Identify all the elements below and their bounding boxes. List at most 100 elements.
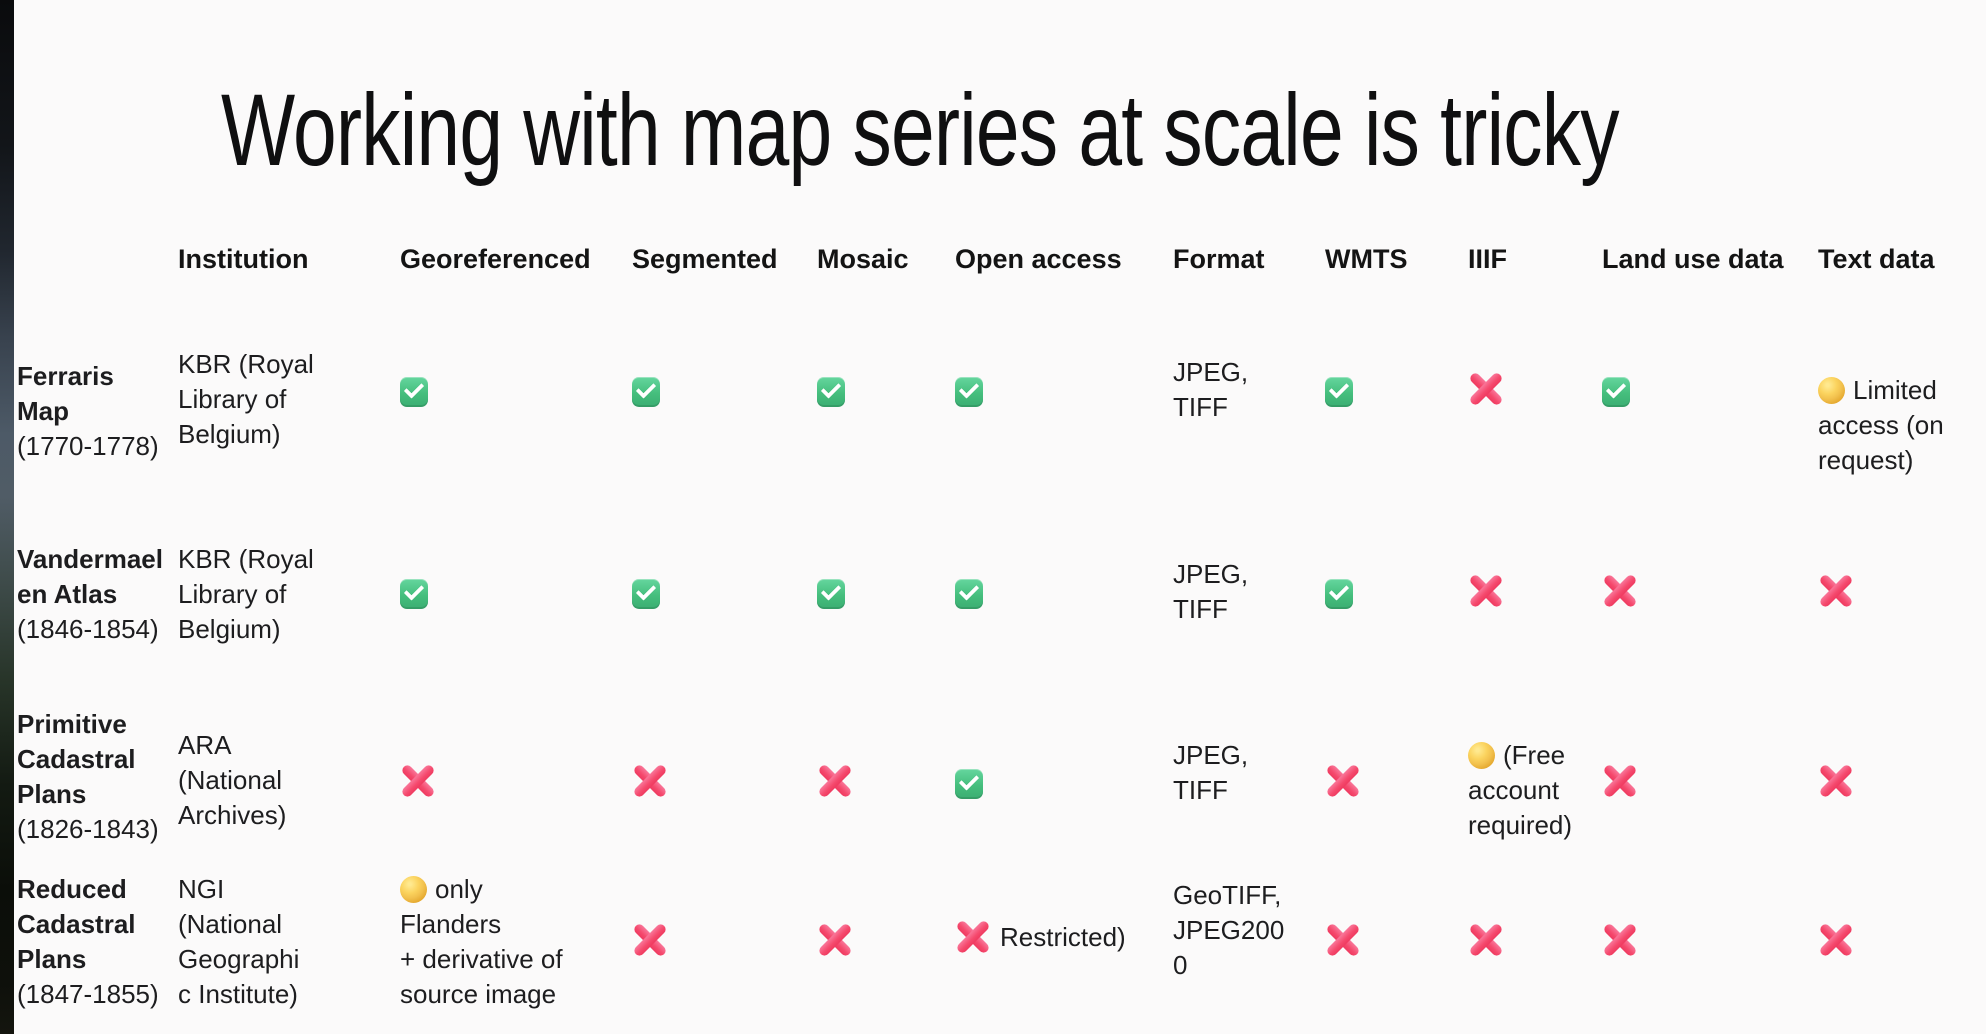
cross-icon [632, 922, 668, 958]
cross-icon [817, 922, 853, 958]
cell-text-data: Limited access (on request) [1818, 335, 1968, 478]
tick-mark [403, 378, 425, 399]
cell-institution: KBR (Royal Library of Belgium) [178, 530, 400, 647]
cross-icon [1818, 763, 1854, 799]
cell-institution: KBR (Royal Library of Belgium) [178, 335, 400, 452]
check-icon [955, 768, 983, 799]
row-label: Primitive Cadastral Plans (1826-1843) [17, 695, 169, 847]
cell-iiif [1468, 530, 1602, 618]
column-header-open-access: Open access [955, 244, 1122, 274]
cell-text-data [1818, 862, 1968, 967]
map-series-years: (1826-1843) [17, 814, 159, 844]
cell-segmented [632, 335, 817, 407]
cross-icon [1602, 573, 1638, 609]
cell-land-use-data [1602, 862, 1818, 967]
cross-icon [400, 763, 436, 799]
cell-format: GeoTIFF, JPEG200 0 [1173, 862, 1325, 983]
cell-wmts [1325, 335, 1468, 407]
cell-wmts [1325, 530, 1468, 609]
cell-georeferenced [400, 335, 632, 407]
check-icon [1325, 376, 1353, 407]
cell-land-use-data [1602, 695, 1818, 808]
check-icon [817, 376, 845, 407]
check-icon [632, 578, 660, 609]
cross-icon [955, 919, 991, 955]
cell-text: JPEG, TIFF [1173, 559, 1249, 624]
cell-iiif: (Free account required) [1468, 695, 1602, 843]
cell-text: JPEG, TIFF [1173, 357, 1249, 422]
cell-open-access [955, 695, 1173, 799]
cell-text: Limited access (on request) [1818, 375, 1944, 475]
cell-georeferenced [400, 695, 632, 808]
map-series-name: Ferraris Map [17, 361, 114, 426]
cross-with-text: Restricted) [955, 919, 1173, 955]
cell-mosaic [817, 695, 955, 808]
page-title: Working with map series at scale is tric… [221, 73, 1620, 187]
cross-icon [1468, 922, 1504, 958]
row-label: Reduced Cadastral Plans(1847-1855) [17, 862, 169, 1012]
cell-format: JPEG, TIFF [1173, 695, 1325, 808]
map-series-name: Reduced Cadastral Plans [17, 874, 136, 974]
cell-text-data [1818, 695, 1968, 808]
desktop-background-strip [0, 0, 14, 1034]
cross-icon [1468, 573, 1504, 609]
tick-mark [820, 378, 842, 399]
cell-wmts [1325, 695, 1468, 808]
tick-mark [635, 378, 657, 399]
cell-format: JPEG, TIFF [1173, 530, 1325, 627]
cell-segmented [632, 862, 817, 967]
cell-text: JPEG, TIFF [1173, 740, 1249, 805]
map-series-years: (1846-1854) [17, 614, 159, 644]
cross-icon [817, 763, 853, 799]
column-header-segmented: Segmented [632, 244, 778, 274]
tick-mark [1328, 580, 1350, 601]
cross-icon [1325, 763, 1361, 799]
cross-icon [1602, 763, 1638, 799]
cross-icon [1818, 922, 1854, 958]
map-series-name: Vandermael en Atlas [17, 544, 163, 609]
column-header-wmts: WMTS [1325, 244, 1408, 274]
cell-mosaic [817, 530, 955, 609]
map-series-comparison-table: Institution Georeferenced Segmented Mosaic O… [17, 238, 1968, 1034]
cell-text-data [1818, 530, 1968, 618]
column-header-format: Format [1173, 244, 1265, 274]
column-header-mosaic: Mosaic [817, 244, 909, 274]
cell-wmts [1325, 862, 1468, 967]
tick-mark [403, 580, 425, 601]
cell-georeferenced [400, 530, 632, 609]
cell-mosaic [817, 862, 955, 967]
cell-land-use-data [1602, 335, 1818, 407]
yellow-circle-icon [400, 876, 427, 903]
cell-format: JPEG, TIFF [1173, 335, 1325, 425]
check-icon [400, 376, 428, 407]
tick-mark [1328, 378, 1350, 399]
cell-institution: NGI (National Geographi c Institute) [178, 862, 400, 1012]
cell-iiif [1468, 862, 1602, 967]
check-icon [1602, 376, 1630, 407]
check-icon [817, 578, 845, 609]
cell-georeferenced: only Flanders + derivative of source ima… [400, 862, 632, 1012]
tick-mark [1605, 378, 1627, 399]
check-icon [955, 578, 983, 609]
cell-text: NGI (National Geographi c Institute) [178, 874, 300, 1009]
map-series-name: Primitive Cadastral Plans [17, 709, 136, 809]
cell-text: (Free account required) [1468, 740, 1573, 840]
check-icon [955, 376, 983, 407]
check-icon [1325, 578, 1353, 609]
row-label: Ferraris Map(1770-1778) [17, 335, 169, 464]
tick-mark [820, 580, 842, 601]
cell-open-access: Restricted) [955, 862, 1173, 955]
tick-mark [635, 580, 657, 601]
check-icon [632, 376, 660, 407]
column-header-georeferenced: Georeferenced [400, 244, 591, 274]
tick-mark [958, 580, 980, 601]
column-header-empty [17, 238, 178, 242]
cell-text: GeoTIFF, JPEG200 0 [1173, 880, 1285, 980]
cell-iiif [1468, 335, 1602, 416]
row-label: Vandermael en Atlas (1846-1854) [17, 530, 169, 647]
column-header-land-use-data: Land use data [1602, 244, 1784, 274]
column-header-institution: Institution [178, 244, 309, 274]
column-header-iiif: IIIF [1468, 244, 1507, 274]
cross-icon [1325, 922, 1361, 958]
cell-institution: ARA (National Archives) [178, 695, 400, 833]
